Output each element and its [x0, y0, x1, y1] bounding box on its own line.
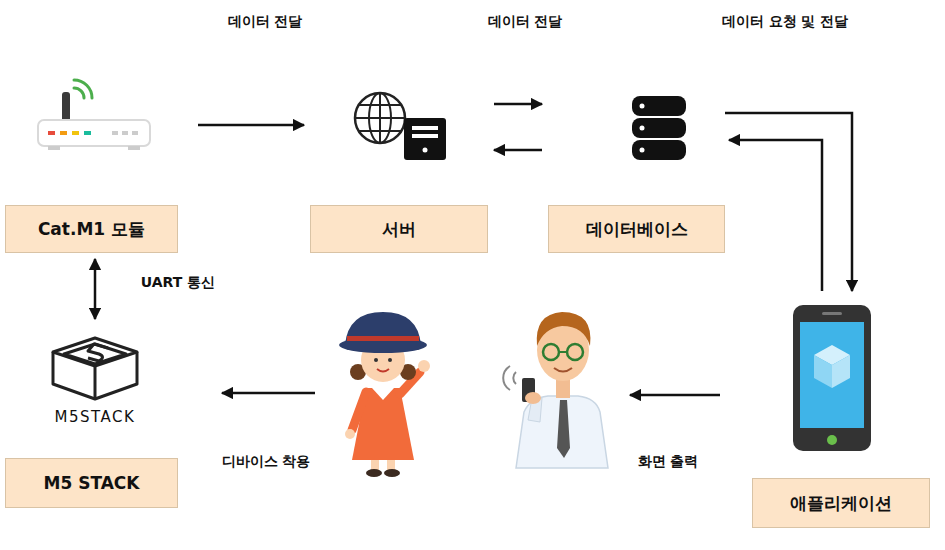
- router-icon: [60, 131, 67, 135]
- wearer-figure: [377, 369, 389, 372]
- node-label: Cat.M1 모듈: [38, 218, 145, 241]
- database-icon: [640, 104, 645, 109]
- flow-arrow: [630, 394, 720, 397]
- database-icon: [640, 148, 645, 153]
- database-icon: [632, 118, 686, 138]
- user-figure: [503, 312, 608, 468]
- label-box: Cat.M1 모듈: [5, 205, 178, 253]
- wearer-figure: [372, 388, 394, 400]
- smartphone-icon: [793, 305, 871, 451]
- component-node: 애플리케이션: [752, 295, 930, 528]
- router-icon: [112, 131, 118, 135]
- user-figure: [557, 400, 570, 458]
- m5stack-icon: [53, 338, 137, 366]
- router-icon: [74, 88, 84, 98]
- smartphone-icon: [827, 435, 837, 445]
- user-figure: [559, 351, 567, 353]
- router-icon: [132, 131, 138, 135]
- smartphone-icon: [814, 355, 832, 388]
- edge-label: UART 통신: [138, 273, 218, 293]
- component-node: 서버: [310, 60, 488, 253]
- m5stack-icon: [94, 366, 97, 399]
- wearer-figure: [339, 312, 430, 477]
- wearer-figure: [347, 336, 419, 341]
- router-icon: [122, 131, 128, 135]
- flow-caption: 화면 출력: [638, 453, 699, 471]
- node-label: 데이터베이스: [586, 218, 688, 241]
- wearer-figure: [366, 469, 382, 477]
- router-icon: [84, 131, 91, 135]
- wearer-figure: [345, 429, 355, 439]
- flow-arrow: [198, 124, 304, 127]
- smartphone-icon: [800, 322, 864, 428]
- wearer-figure: [345, 312, 421, 345]
- user-figure: [503, 366, 510, 390]
- router-icon: [48, 131, 55, 135]
- node-label: 애플리케이션: [790, 492, 892, 515]
- wearer-figure: [352, 388, 414, 460]
- label-box: M5 STACK: [5, 458, 178, 508]
- flow-arrow: [494, 103, 542, 106]
- m5stack-icon: [53, 338, 137, 399]
- smartphone-icon: [832, 355, 850, 388]
- component-node: 데이터베이스: [548, 60, 725, 253]
- flow-arrow: [222, 392, 315, 395]
- node-label: M5 STACK: [44, 473, 140, 493]
- database-icon: [632, 96, 686, 160]
- database-icon: [640, 126, 645, 131]
- smartphone-icon: [822, 312, 842, 315]
- user-figure: [554, 368, 572, 372]
- server-icon: [404, 118, 446, 160]
- m5stack-icon: [88, 344, 108, 361]
- database-icon: [632, 140, 686, 160]
- m5stack-icon: [64, 344, 126, 364]
- router-icon: [74, 80, 92, 98]
- router-icon: [128, 146, 140, 150]
- user-figure: [567, 344, 583, 360]
- server-icon: [412, 134, 438, 138]
- label-box: 서버: [310, 205, 488, 253]
- database-icon: [632, 96, 686, 116]
- server-icon: [423, 148, 428, 153]
- flow-arrow: [494, 149, 542, 152]
- flow-caption: 데이터 전달: [488, 13, 563, 31]
- user-figure: [537, 312, 591, 346]
- router-icon: [38, 80, 150, 150]
- server-icon: [379, 93, 381, 143]
- device-marking: M5STACK: [55, 408, 136, 426]
- label-box: 애플리케이션: [752, 478, 930, 528]
- flow-arrow: [725, 113, 852, 291]
- node-label: 서버: [382, 218, 416, 241]
- server-icon: [412, 126, 438, 130]
- server-icon: [355, 93, 446, 160]
- router-icon: [48, 146, 60, 150]
- flow-caption: 데이터 전달: [228, 13, 303, 31]
- wearer-figure: [352, 392, 366, 430]
- user-figure: [516, 396, 608, 468]
- wearer-figure: [384, 469, 400, 477]
- flow-arrow: [222, 393, 720, 395]
- user-figure: [513, 372, 516, 384]
- wearer-figure: [374, 358, 378, 362]
- flow-arrow: [94, 259, 97, 319]
- wearer-figure: [339, 337, 427, 353]
- label-box: 데이터베이스: [548, 205, 725, 253]
- router-icon: [38, 120, 150, 146]
- flow-caption: 디바이스 착용: [222, 453, 311, 471]
- smartphone-icon: [793, 305, 871, 451]
- flow-arrow: [729, 140, 822, 291]
- wearer-figure: [418, 360, 430, 372]
- flow-caption: 데이터 요청 및 전달: [722, 13, 849, 31]
- component-node: Cat.M1 모듈: [5, 60, 178, 253]
- user-figure: [543, 344, 559, 360]
- router-icon: [72, 131, 79, 135]
- user-figure: [525, 392, 541, 404]
- server-icon: [355, 93, 405, 143]
- wearer-figure: [388, 358, 392, 362]
